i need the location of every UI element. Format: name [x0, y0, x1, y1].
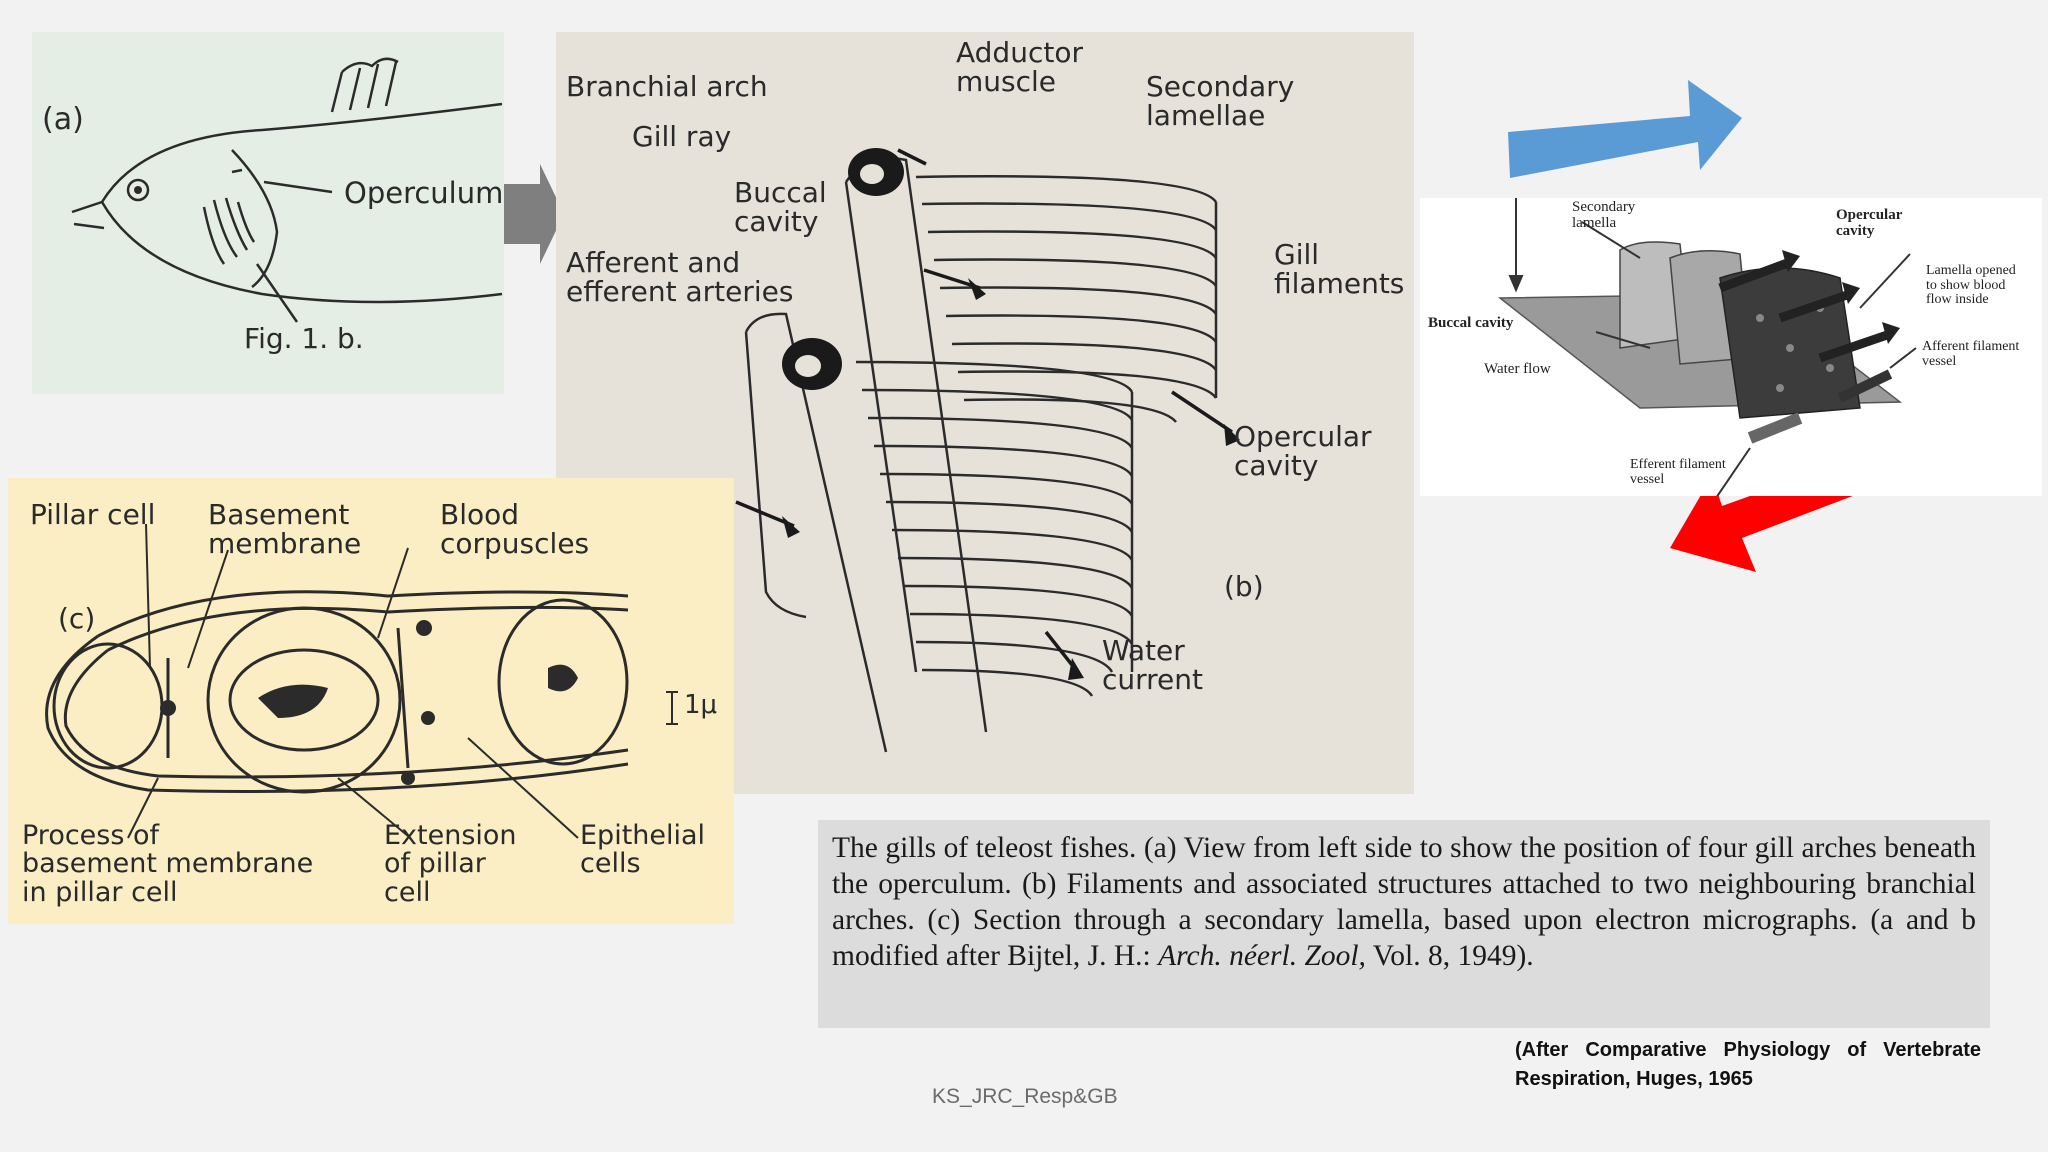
- epithelial-cells-label: Epithelial cells: [580, 820, 706, 880]
- scale-bar-label: 1μ: [684, 690, 718, 720]
- panel-d-lamella-blood-flow-diagram: Secondary lamella Opercular cavity Lamel…: [1420, 198, 2042, 496]
- pillar-cell-label: Pillar cell: [30, 498, 156, 531]
- adductor-muscle-label: Adductor muscle: [956, 36, 1083, 99]
- afferent-filament-vessel-label: Afferent filament vessel: [1922, 339, 2020, 369]
- water-flow-label: Water flow: [1484, 361, 1551, 377]
- gill-filaments-drawing: [735, 148, 1240, 753]
- process-of-basement-membrane-label: Process of basement membrane in pillar c…: [22, 820, 314, 908]
- water-current-label: Water current: [1102, 634, 1204, 697]
- caption-main-text: The gills of teleost fishes. (a) View fr…: [832, 832, 1976, 972]
- caption-journal-title: Arch. néerl. Zool,: [1158, 940, 1366, 972]
- figure-caption: The gills of teleost fishes. (a) View fr…: [818, 820, 1990, 1028]
- panel-c-tag: (c): [58, 602, 96, 635]
- lamella-3d-drawing: [1497, 198, 1917, 496]
- branchial-arch-label: Branchial arch: [566, 70, 768, 103]
- secondary-lamellae-label: Secondary lamellae: [1146, 70, 1295, 133]
- basement-membrane-label: Basement membrane: [208, 498, 362, 561]
- afferent-efferent-arteries-label: Afferent and efferent arteries: [566, 246, 794, 309]
- lamella-section-drawing: [45, 523, 678, 839]
- blood-corpuscles-label: Blood corpuscles: [440, 498, 590, 561]
- slide-footer: KS_JRC_Resp&GB: [932, 1085, 1118, 1108]
- gill-filaments-label: Gill filaments: [1274, 238, 1405, 301]
- fig-1b-label: Fig. 1. b.: [244, 322, 364, 355]
- secondary-lamella-label: Secondary lamella: [1572, 199, 1636, 231]
- opercular-cavity-label-3d: Opercular cavity: [1836, 207, 1903, 239]
- caption-end-text: Vol. 8, 1949).: [1365, 940, 1534, 972]
- panel-b-tag: (b): [1224, 570, 1264, 603]
- grey-arrow-icon: [504, 164, 564, 264]
- gill-ray-label: Gill ray: [632, 120, 732, 153]
- fish-outline-drawing: [71, 57, 503, 323]
- blue-arrow-icon: [1508, 80, 1742, 178]
- source-citation: (After Comparative Physiology of Vertebr…: [1515, 1039, 1981, 1090]
- lamella-opened-label: Lamella opened to show blood flow inside: [1926, 263, 2016, 308]
- panel-a-fish-diagram: (a) Operculum Fig. 1. b.: [32, 32, 504, 394]
- operculum-label: Operculum: [344, 176, 504, 210]
- efferent-filament-vessel-label: Efferent filament vessel: [1630, 457, 1726, 487]
- panel-a-tag: (a): [42, 102, 84, 137]
- buccal-cavity-label: Buccal cavity: [734, 176, 827, 239]
- panel-c-lamella-section-diagram: Pillar cell Basement membrane Blood corp…: [8, 478, 734, 924]
- opercular-cavity-label: Opercular cavity: [1234, 420, 1372, 483]
- buccal-cavity-label-3d: Buccal cavity: [1428, 315, 1514, 331]
- extension-of-pillar-cell-label: Extension of pillar cell: [384, 820, 517, 908]
